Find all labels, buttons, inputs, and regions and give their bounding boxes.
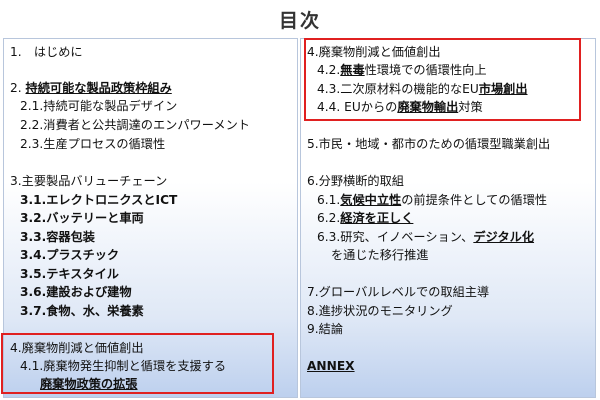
- toc-item-6: 6.分野横断的取組: [307, 174, 404, 188]
- toc-item-8: 8.進捗状況のモニタリング: [307, 304, 453, 318]
- toc-item-2-title: 持続可能な製品政策枠組み: [25, 81, 172, 95]
- toc-item-6-2-keyword: 経済を正しく: [340, 211, 414, 225]
- toc-item-4: 4.廃棄物削減と価値創出: [10, 341, 144, 355]
- toc-item-2: 2. 持続可能な製品政策枠組み: [10, 79, 172, 97]
- toc-item-4-3-keyword: 市場創出: [478, 82, 528, 96]
- toc-item-3-6: 3.6.建設および建物: [20, 285, 132, 299]
- toc-item-4-2: 4.2.無毒性環境での循環性向上: [317, 61, 487, 79]
- toc-item-4-2-rest: 性環境での循環性向上: [364, 63, 487, 77]
- toc-item-6-1-keyword: 気候中立性: [340, 193, 402, 207]
- toc-item-2-3: 2.3.生産プロセスの循環性: [20, 137, 166, 151]
- toc-item-6-1: 6.1.気候中立性の前提条件としての循環性: [317, 191, 547, 209]
- toc-item-6-1-rest: の前提条件としての循環性: [401, 193, 548, 207]
- toc-item-6-2: 6.2.経済を正しく: [317, 209, 413, 227]
- toc-item-4-4: 4.4. EUからの廃棄物輸出対策: [317, 98, 483, 116]
- toc-item-3-1: 3.1.エレクトロニクスとICT: [20, 193, 178, 207]
- toc-item-4-4-rest: 対策: [458, 100, 483, 114]
- toc-item-2-number: 2.: [10, 81, 22, 95]
- toc-item-6-2-number: 6.2.: [317, 211, 341, 225]
- toc-item-2-1: 2.1.持続可能な製品デザイン: [20, 99, 178, 113]
- toc-item-7: 7.グローバルレベルでの取組主導: [307, 285, 490, 299]
- toc-item-3-4: 3.4.プラスチック: [20, 248, 120, 262]
- toc-right-column: 4.廃棄物削減と価値創出 4.2.無毒性環境での循環性向上 4.3.二次原材料の…: [300, 38, 596, 398]
- toc-item-4-3: 4.3.二次原材料の機能的なEU市場創出: [317, 80, 528, 98]
- toc-item-4-3-text: 4.3.二次原材料の機能的なEU: [317, 82, 479, 96]
- toc-left-column: 1. はじめに 2. 持続可能な製品政策枠組み 2.1.持続可能な製品デザイン …: [3, 38, 298, 398]
- toc-item-3-5: 3.5.テキスタイル: [20, 267, 119, 281]
- annex-link: ANNEX: [307, 359, 355, 373]
- toc-item-6-3-text: 6.3.研究、イノベーション、: [317, 230, 474, 244]
- toc-item-1: 1. はじめに: [10, 45, 83, 59]
- highlight-box-right: [304, 38, 581, 121]
- toc-item-4-4-text: 4.4. EUからの: [317, 100, 398, 114]
- highlight-box-left: [1, 333, 274, 394]
- toc-item-3-3: 3.3.容器包装: [20, 230, 95, 244]
- toc-item-6-1-number: 6.1.: [317, 193, 341, 207]
- toc-item-3-7: 3.7.食物、水、栄養素: [20, 304, 144, 318]
- toc-item-4-1-continued: 廃棄物政策の拡張: [40, 377, 138, 391]
- toc-item-9: 9.結論: [307, 322, 344, 336]
- toc-item-3: 3.主要製品バリューチェーン: [10, 174, 168, 188]
- toc-item-4-1: 4.1.廃棄物発生抑制と循環を支援する: [20, 359, 227, 373]
- toc-item-4-2-number: 4.2.: [317, 63, 341, 77]
- page-title: 目次: [278, 10, 321, 32]
- toc-item-2-2: 2.2.消費者と公共調達のエンパワーメント: [20, 118, 250, 132]
- toc-item-4-4-keyword: 廃棄物輸出: [397, 100, 459, 114]
- toc-item-6-3-keyword: デジタル化: [473, 230, 535, 244]
- toc-item-3-2: 3.2.バッテリーと車両: [20, 211, 144, 225]
- toc-item-5: 5.市民・地域・都市のための循環型職業創出: [307, 137, 551, 151]
- toc-item-6-3: 6.3.研究、イノベーション、デジタル化: [317, 228, 534, 246]
- toc-item-6-3-continued: を通じた移行推進: [331, 248, 429, 262]
- toc-item-4: 4.廃棄物削減と価値創出: [307, 45, 441, 59]
- toc-item-4-2-keyword: 無毒: [340, 63, 365, 77]
